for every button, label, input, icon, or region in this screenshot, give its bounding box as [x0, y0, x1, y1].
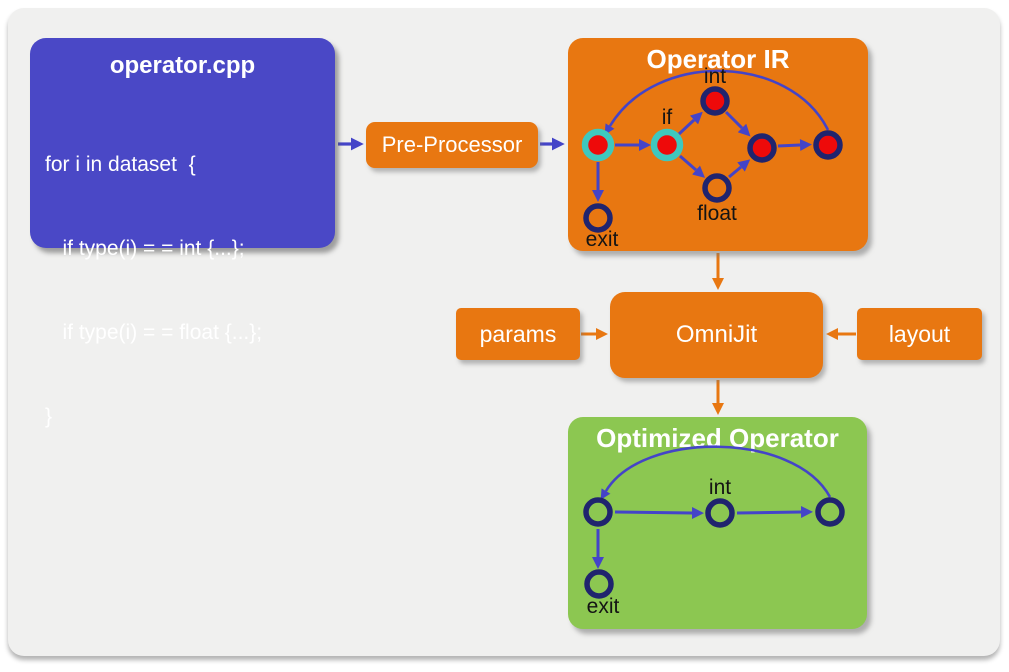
opt-label-exit: exit	[587, 595, 620, 618]
params-box: params	[456, 308, 580, 360]
ir-edge-float-merge	[728, 159, 751, 179]
source-code: for i in dataset { if type(i) = = int {.…	[45, 95, 335, 487]
source-code-title: operator.cpp	[109, 52, 256, 79]
operator-ir-graph: if int float exit	[581, 65, 843, 251]
ir-edge-loopback	[604, 69, 830, 135]
code-line-4: }	[45, 405, 53, 428]
ir-node-int	[700, 86, 730, 116]
ir-label-int: int	[704, 65, 726, 88]
omnijit-label: OmniJit	[675, 321, 758, 348]
ir-edge-int-merge	[724, 110, 751, 137]
code-line-3: if type(i) = = float {...};	[45, 321, 263, 344]
source-code-box: operator.cpp for i in dataset { if type(…	[30, 38, 335, 428]
opt-node-int	[705, 498, 735, 528]
operator-ir-box: Operator IR if int float exit	[568, 38, 868, 251]
code-line-2: if type(i) = = int {...};	[45, 237, 245, 260]
ir-label-float: float	[697, 202, 737, 225]
opt-edge-entry-int	[614, 507, 704, 519]
ir-edge-if-float	[679, 154, 706, 178]
ir-label-exit: exit	[586, 228, 619, 251]
optimized-operator-graph: int exit	[583, 445, 845, 618]
opt-node-entry	[583, 497, 613, 527]
params-label: params	[479, 320, 557, 347]
layout-label: layout	[888, 320, 951, 347]
opt-label-int: int	[709, 476, 731, 499]
ir-label-if: if	[662, 106, 673, 129]
omnijit-box: OmniJit	[610, 292, 823, 378]
opt-node-exit	[584, 569, 614, 599]
layout-box: layout	[857, 308, 982, 360]
ir-node-if	[650, 128, 684, 162]
opt-edge-int-end	[736, 506, 813, 518]
ir-node-entry	[581, 128, 615, 162]
preprocessor-label: Pre-Processor	[381, 132, 523, 157]
opt-edge-loopback	[600, 445, 832, 500]
ir-node-merge	[747, 133, 777, 163]
ir-node-exit	[583, 203, 613, 233]
ir-edge-merge-end	[777, 139, 812, 151]
optimized-operator-box: Optimized Operator int exit	[568, 417, 867, 629]
ir-node-float	[702, 173, 732, 203]
operator-ir-title: Operator IR	[646, 44, 790, 74]
ir-edge-if-int	[677, 111, 703, 136]
ir-node-end	[813, 130, 843, 160]
preprocessor-box: Pre-Processor	[366, 122, 538, 168]
opt-node-end	[815, 497, 845, 527]
code-line-1: for i in dataset {	[45, 153, 196, 176]
